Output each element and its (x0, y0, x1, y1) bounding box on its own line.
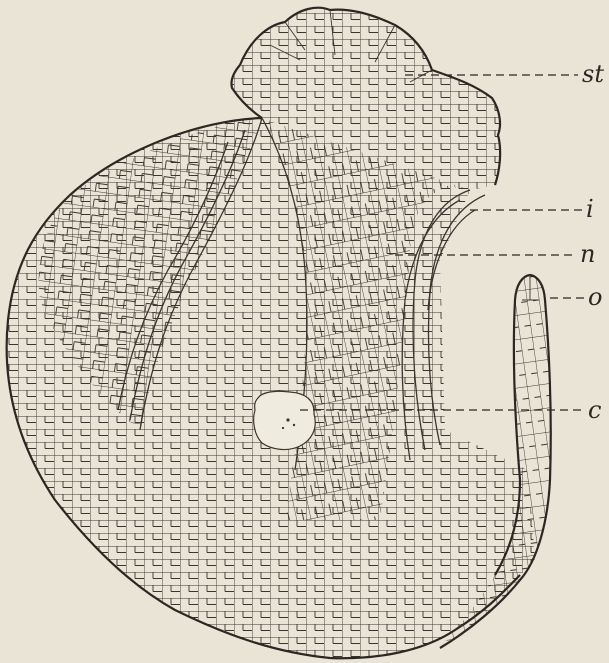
labels: st i n o c (580, 60, 604, 424)
label-o: o (588, 283, 602, 311)
label-st: st (582, 60, 604, 88)
label-c: c (588, 396, 601, 424)
central-cavity (254, 391, 316, 449)
label-n: n (580, 240, 595, 268)
label-i: i (586, 195, 594, 223)
